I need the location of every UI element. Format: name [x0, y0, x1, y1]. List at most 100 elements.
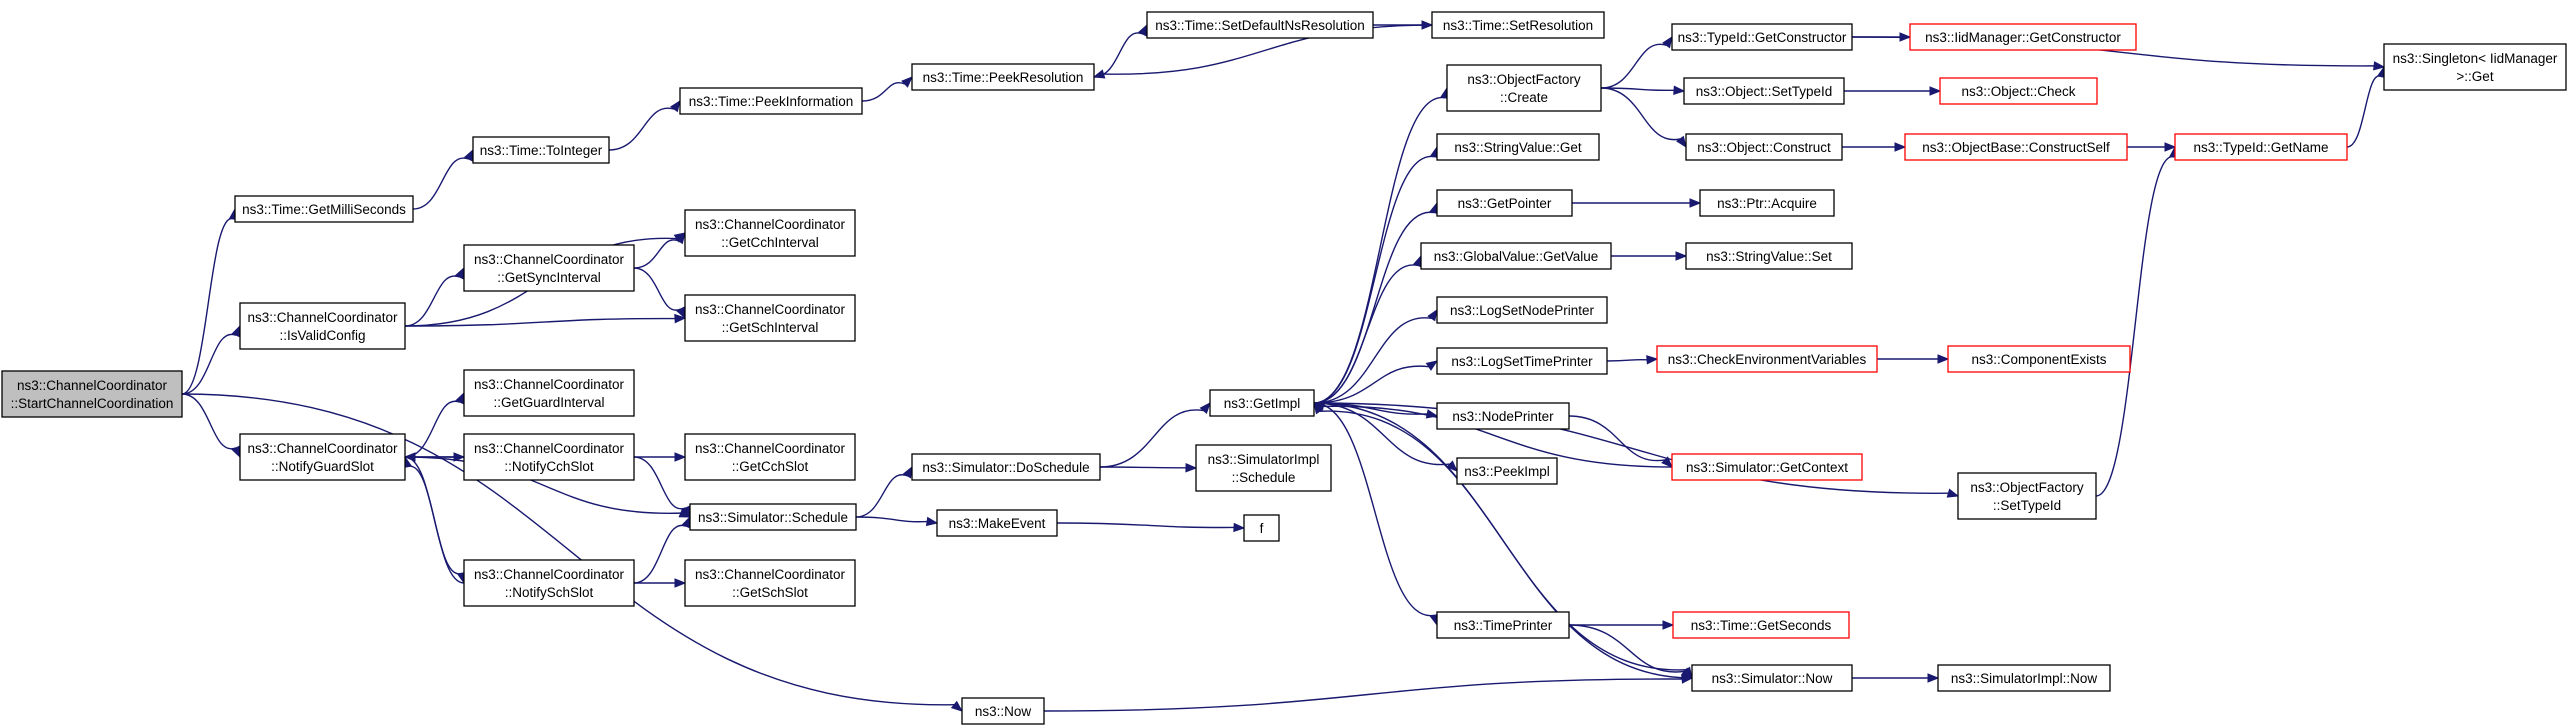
node-f[interactable]: f: [1243, 514, 1280, 542]
node-getMilliSeconds[interactable]: ns3::Time::GetMilliSeconds: [234, 195, 414, 223]
node-getGuardInterval[interactable]: ns3::ChannelCoordinator::GetGuardInterva…: [463, 369, 635, 417]
node-label: ns3::StringValue::Set: [1706, 249, 1832, 264]
node-objectFactorySetTypeId[interactable]: ns3::ObjectFactory::SetTypeId: [1957, 472, 2097, 520]
node-label: ::GetSyncInterval: [497, 270, 601, 285]
node-nodePrinter[interactable]: ns3::NodePrinter: [1436, 402, 1570, 430]
node-peekResolution[interactable]: ns3::Time::PeekResolution: [911, 63, 1095, 91]
node-notifySchSlot[interactable]: ns3::ChannelCoordinator::NotifySchSlot: [463, 559, 635, 607]
node-stringValueGet[interactable]: ns3::StringValue::Get: [1436, 133, 1600, 161]
node-label: ns3::ChannelCoordinator: [474, 252, 625, 267]
node-label: ns3::ChannelCoordinator: [474, 441, 625, 456]
node-root[interactable]: ns3::ChannelCoordinator::StartChannelCoo…: [1, 370, 183, 418]
node-setResolution[interactable]: ns3::Time::SetResolution: [1431, 11, 1605, 39]
node-objectConstruct[interactable]: ns3::Object::Construct: [1685, 133, 1843, 161]
node-ptrAcquire[interactable]: ns3::Ptr::Acquire: [1699, 189, 1835, 217]
node-getSchInterval[interactable]: ns3::ChannelCoordinator::GetSchInterval: [684, 294, 856, 342]
node-globalValueGetValue[interactable]: ns3::GlobalValue::GetValue: [1420, 242, 1612, 270]
node-simulatorNow[interactable]: ns3::Simulator::Now: [1691, 664, 1853, 692]
node-label: ns3::Simulator::Now: [1712, 671, 1833, 686]
node-typeIdGetName[interactable]: ns3::TypeId::GetName: [2174, 133, 2348, 161]
node-isValidConfig[interactable]: ns3::ChannelCoordinator::IsValidConfig: [239, 302, 406, 350]
node-simulatorImplNow[interactable]: ns3::SimulatorImpl::Now: [1937, 664, 2111, 692]
edge-root-to-getMilliSeconds: [181, 207, 239, 395]
node-logSetNodePrinter[interactable]: ns3::LogSetNodePrinter: [1436, 296, 1608, 324]
edge-line: [181, 333, 237, 395]
node-label: ns3::Time::GetSeconds: [1691, 618, 1832, 633]
node-nowFn[interactable]: ns3::Now: [961, 697, 1045, 725]
node-label: ns3::Time::GetMilliSeconds: [242, 202, 406, 217]
arrowhead: [1676, 135, 1687, 149]
node-label: ::GetGuardInterval: [493, 395, 604, 410]
edge-getImpl-to-objectFactorySetTypeId: [1313, 402, 1960, 498]
node-label: ns3::PeekImpl: [1464, 464, 1550, 479]
node-label: ns3::CheckEnvironmentVariables: [1668, 352, 1867, 367]
node-implSchedule[interactable]: ns3::SimulatorImpl::Schedule: [1195, 444, 1332, 492]
call-nodes: ns3::ChannelCoordinator::StartChannelCoo…: [1, 11, 2567, 725]
edge-line: [407, 465, 465, 584]
edge-line: [1093, 32, 1143, 78]
node-label: ::SetTypeId: [1993, 498, 2061, 513]
arrowhead: [1927, 673, 1940, 683]
edge-line: [855, 474, 908, 518]
node-checkEnvironmentVariables[interactable]: ns3::CheckEnvironmentVariables: [1656, 345, 1878, 373]
node-notifyCchSlot[interactable]: ns3::ChannelCoordinator::NotifyCchSlot: [463, 433, 635, 481]
node-simulatorGetContext[interactable]: ns3::Simulator::GetContext: [1671, 453, 1863, 481]
edge-getSyncInterval-to-getCchInterval: [633, 231, 686, 269]
node-getSyncInterval[interactable]: ns3::ChannelCoordinator::GetSyncInterval: [463, 244, 635, 292]
arrowhead: [1929, 86, 1942, 96]
node-box: [679, 87, 863, 115]
edge-root-to-notifyGuardSlot: [181, 393, 241, 459]
edge-line: [404, 400, 461, 458]
node-iidManagerGetConstructor[interactable]: ns3::IidManager::GetConstructor: [1909, 23, 2137, 51]
arrowhead: [1313, 401, 1324, 415]
node-box: [1671, 23, 1853, 51]
node-box: [1436, 347, 1608, 375]
node-box: [1209, 389, 1315, 417]
node-label: ns3::ObjectFactory: [1467, 72, 1581, 87]
node-peekInformation[interactable]: ns3::Time::PeekInformation: [679, 87, 863, 115]
node-getCchSlot[interactable]: ns3::ChannelCoordinator::GetCchSlot: [684, 433, 856, 481]
node-objectSetTypeId[interactable]: ns3::Object::SetTypeId: [1683, 77, 1845, 105]
node-getPointer[interactable]: ns3::GetPointer: [1436, 189, 1573, 217]
node-toInteger[interactable]: ns3::Time::ToInteger: [472, 136, 610, 164]
edge-line: [633, 524, 687, 584]
node-objectFactoryCreate[interactable]: ns3::ObjectFactory::Create: [1446, 64, 1602, 112]
node-logSetTimePrinter[interactable]: ns3::LogSetTimePrinter: [1436, 347, 1608, 375]
arrowhead: [674, 313, 687, 324]
node-label: ::StartChannelCoordination: [11, 396, 174, 411]
node-box: [1909, 23, 2137, 51]
edge-isValidConfig-to-getSyncInterval: [404, 266, 465, 327]
node-objectCheck[interactable]: ns3::Object::Check: [1939, 77, 2098, 105]
node-schedule[interactable]: ns3::Simulator::Schedule: [689, 503, 857, 531]
node-getImpl[interactable]: ns3::GetImpl: [1209, 389, 1315, 417]
node-box: [1195, 444, 1332, 492]
node-peekImpl[interactable]: ns3::PeekImpl: [1456, 457, 1558, 485]
node-label: ns3::ChannelCoordinator: [247, 310, 398, 325]
node-componentExists[interactable]: ns3::ComponentExists: [1947, 345, 2131, 373]
node-label: ns3::Singleton< IidManager: [2393, 51, 2558, 66]
node-label: ns3::TypeId::GetName: [2193, 140, 2328, 155]
node-makeEvent[interactable]: ns3::MakeEvent: [936, 509, 1058, 537]
edge-getPointer-to-ptrAcquire: [1572, 198, 1702, 208]
node-setDefaultNsResolution[interactable]: ns3::Time::SetDefaultNsResolution: [1146, 11, 1374, 39]
node-notifyGuardSlot[interactable]: ns3::ChannelCoordinator::NotifyGuardSlot: [239, 433, 406, 481]
node-singletonGet[interactable]: ns3::Singleton< IidManager>::Get: [2383, 43, 2567, 91]
arrowhead: [670, 99, 681, 113]
node-label: ns3::SimulatorImpl: [1208, 452, 1320, 467]
node-getCchInterval[interactable]: ns3::ChannelCoordinator::GetCchInterval: [684, 209, 856, 257]
node-box: [961, 697, 1045, 725]
arrowhead: [674, 452, 687, 462]
edge-notifyCchSlot-to-getCchSlot: [633, 452, 687, 462]
arrowhead: [1446, 460, 1458, 472]
node-timeGetSeconds[interactable]: ns3::Time::GetSeconds: [1672, 611, 1850, 639]
edge-line: [1099, 466, 1187, 469]
node-label: ns3::ObjectBase::ConstructSelf: [1922, 140, 2110, 155]
node-typeIdGetConstructor[interactable]: ns3::TypeId::GetConstructor: [1671, 23, 1853, 51]
node-doSchedule[interactable]: ns3::Simulator::DoSchedule: [911, 453, 1101, 481]
edge-line: [404, 456, 681, 514]
arrowhead: [1689, 198, 1702, 208]
node-getSchSlot[interactable]: ns3::ChannelCoordinator::GetSchSlot: [684, 559, 856, 607]
node-objectBaseConstructSelf[interactable]: ns3::ObjectBase::ConstructSelf: [1904, 133, 2128, 161]
node-stringValueSet[interactable]: ns3::StringValue::Set: [1685, 242, 1853, 270]
node-timePrinter[interactable]: ns3::TimePrinter: [1436, 611, 1570, 639]
